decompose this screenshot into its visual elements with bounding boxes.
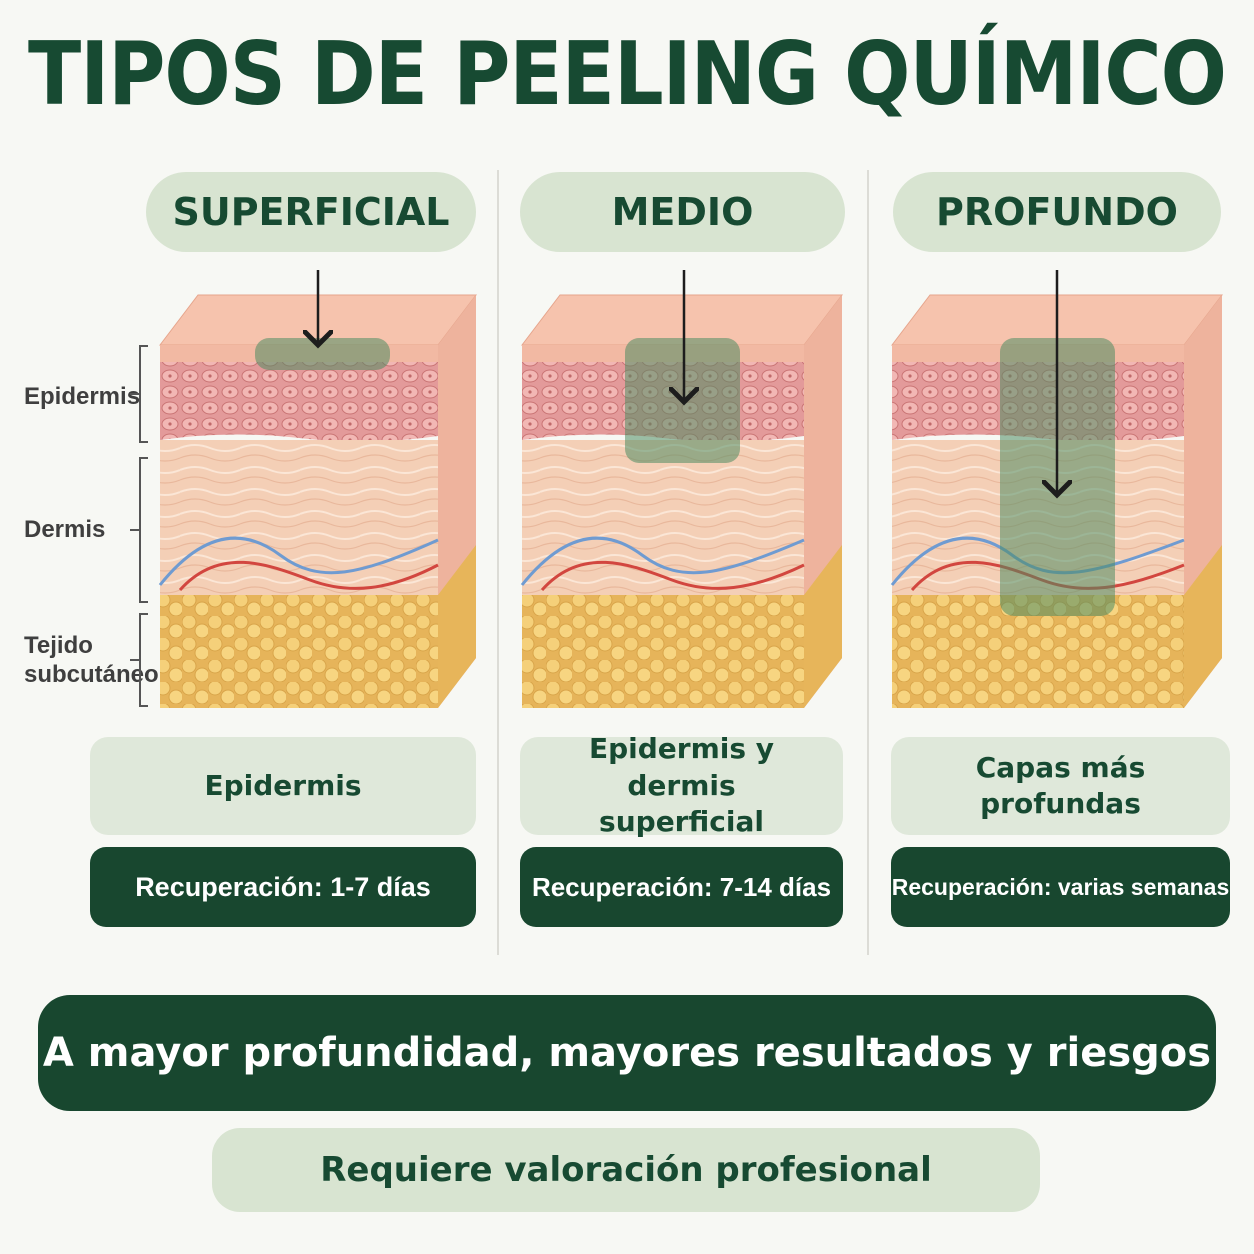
conclusion-text: A mayor profundidad, mayores resultados … [42, 1030, 1212, 1076]
depth-profundo: Capas más profundas [891, 737, 1230, 835]
page-title: TIPOS DE PEELING QUÍMICO [28, 24, 1227, 126]
header-label: PROFUNDO [936, 190, 1178, 234]
recovery-label: Recuperación: varias semanas [891, 873, 1230, 900]
column-divider [867, 170, 869, 955]
depth-label: Epidermis [204, 768, 362, 802]
label-subcutaneous: Tejido subcutáneo [24, 632, 159, 688]
vein [158, 536, 439, 586]
subcutaneous-layer [160, 595, 438, 708]
recovery-medio: Recuperación: 7-14 días [520, 847, 843, 927]
header-superficial: SUPERFICIAL [146, 172, 476, 252]
block-side-fat [1184, 545, 1222, 708]
skin-block [890, 270, 1224, 708]
column-divider [497, 170, 499, 955]
peel-depth-zone [255, 338, 390, 370]
skin-block [520, 270, 844, 708]
header-label: SUPERFICIAL [172, 190, 450, 234]
artery [540, 560, 805, 591]
depth-label: Capas más profundas [975, 750, 1146, 820]
layer-brackets [130, 345, 148, 707]
recovery-label: Recuperación: 7-14 días [531, 871, 832, 902]
skin-surface [520, 294, 844, 346]
note-text: Requiere valoración profesional [320, 1150, 932, 1190]
skin-block [158, 270, 478, 708]
depth-medio: Epidermis y dermis superficial [520, 732, 843, 838]
header-medio: MEDIO [520, 172, 845, 252]
recovery-superficial: Recuperación: 1-7 días [90, 847, 476, 927]
peel-depth-zone [625, 338, 740, 463]
epidermis-layer [160, 362, 438, 442]
header-profundo: PROFUNDO [893, 172, 1221, 252]
depth-superficial: Epidermis [90, 737, 476, 835]
professional-note: Requiere valoración profesional [212, 1128, 1040, 1212]
header-label: MEDIO [611, 190, 754, 234]
label-dermis: Dermis [24, 516, 106, 543]
artery [178, 560, 439, 591]
block-side-fat [438, 545, 476, 708]
conclusion-banner: A mayor profundidad, mayores resultados … [38, 995, 1216, 1111]
depth-label: Epidermis y dermis superficial [588, 732, 775, 839]
label-epidermis: Epidermis [24, 383, 141, 410]
subcutaneous-layer [522, 595, 804, 708]
recovery-label: Recuperación: 1-7 días [135, 871, 431, 902]
recovery-profundo: Recuperación: varias semanas [891, 847, 1230, 927]
block-side-fat [804, 545, 842, 708]
vein [520, 536, 805, 586]
